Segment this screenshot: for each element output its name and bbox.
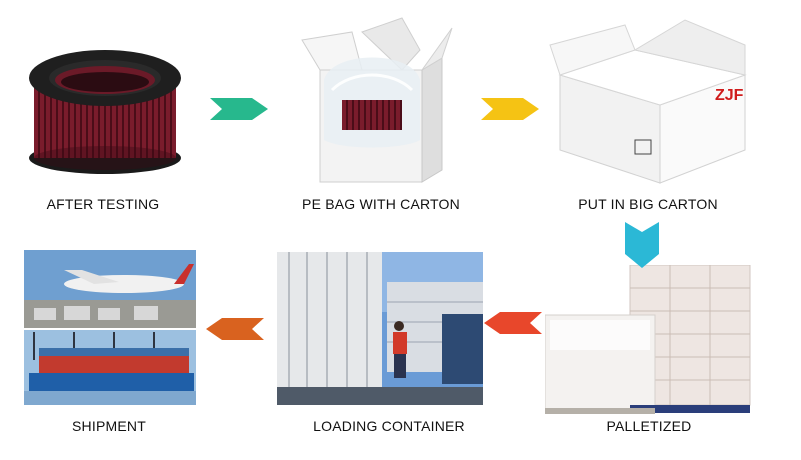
step-label-pe-bag-with-carton: PE BAG WITH CARTON [302, 196, 460, 212]
arrow-loading-container-to-shipment [206, 318, 264, 340]
step-label-shipment: SHIPMENT [72, 418, 146, 434]
step-label-loading-container: LOADING CONTAINER [313, 418, 465, 434]
air-filter-image [20, 40, 190, 180]
arrow-chevron-left-red-icon [484, 312, 542, 334]
arrow-chevron-green-icon [210, 98, 268, 120]
step-label-after-testing: AFTER TESTING [46, 196, 160, 212]
arrow-chevron-down-cyan-icon [625, 222, 659, 268]
loading-container-image [277, 252, 483, 405]
arrow-chevron-yellow-icon [481, 98, 539, 120]
svg-text:ZJF: ZJF [715, 87, 744, 104]
pe-bag-carton-image [292, 10, 462, 185]
shipment-image [24, 250, 196, 405]
big-carton-image: ZJF [545, 15, 750, 185]
arrow-after-testing-to-pe-bag [210, 98, 268, 120]
arrow-pe-bag-to-big-carton [481, 98, 539, 120]
arrow-chevron-left-orange-icon [206, 318, 264, 340]
step-label-put-in-big-carton: PUT IN BIG CARTON [578, 196, 718, 212]
arrow-palletized-to-loading-container [484, 312, 542, 334]
step-label-palletized: PALLETIZED [606, 418, 692, 434]
arrow-big-carton-to-palletized [625, 222, 659, 268]
palletized-image [545, 265, 755, 415]
